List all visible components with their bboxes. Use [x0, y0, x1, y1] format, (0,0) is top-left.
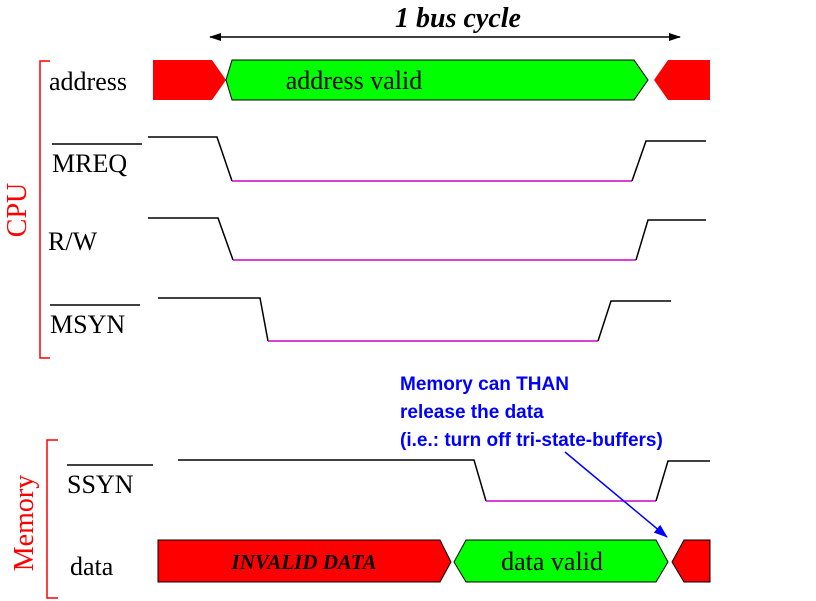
data-invalid-band — [157, 539, 452, 583]
address-invalid-left — [153, 60, 226, 100]
data-valid-band — [453, 539, 669, 583]
signal-label-data: data — [70, 552, 114, 581]
ssyn-high-end — [655, 460, 710, 502]
bus-cycle-title: 1 bus cycle — [395, 3, 521, 34]
data-invalid-right — [671, 539, 711, 583]
cpu-bracket — [39, 60, 50, 359]
annotation-line-1: Memory can THAN — [400, 374, 569, 395]
annotation-line-3: (i.e.: turn off tri-state-buffers) — [400, 430, 663, 451]
address-invalid-right — [654, 60, 710, 100]
cpu-group-label: CPU — [2, 183, 33, 237]
signal-label-msyn: MSYN — [50, 310, 125, 339]
memory-bracket — [46, 439, 58, 599]
msyn-high-start — [158, 297, 269, 342]
invalid-data-label: INVALID DATA — [231, 550, 377, 574]
mreq-high-end — [631, 140, 706, 182]
msyn-high-end — [597, 300, 671, 342]
data-valid-label: data valid — [501, 547, 603, 576]
memory-group-label: Memory — [9, 475, 40, 571]
mreq-high-start — [148, 136, 233, 182]
annotation-line-2: release the data — [400, 402, 544, 423]
signal-label-address: address — [49, 67, 127, 96]
address-valid-band — [225, 59, 649, 101]
signal-label-rw: R/W — [48, 227, 98, 256]
signal-label-ssyn: SSYN — [67, 470, 134, 499]
rw-high-end — [635, 219, 706, 261]
annotation-arrow — [564, 451, 668, 538]
rw-high-start — [148, 217, 234, 261]
signal-label-mreq: MREQ — [52, 149, 127, 178]
ssyn-high-start — [178, 459, 487, 502]
address-valid-label: address valid — [286, 66, 422, 95]
